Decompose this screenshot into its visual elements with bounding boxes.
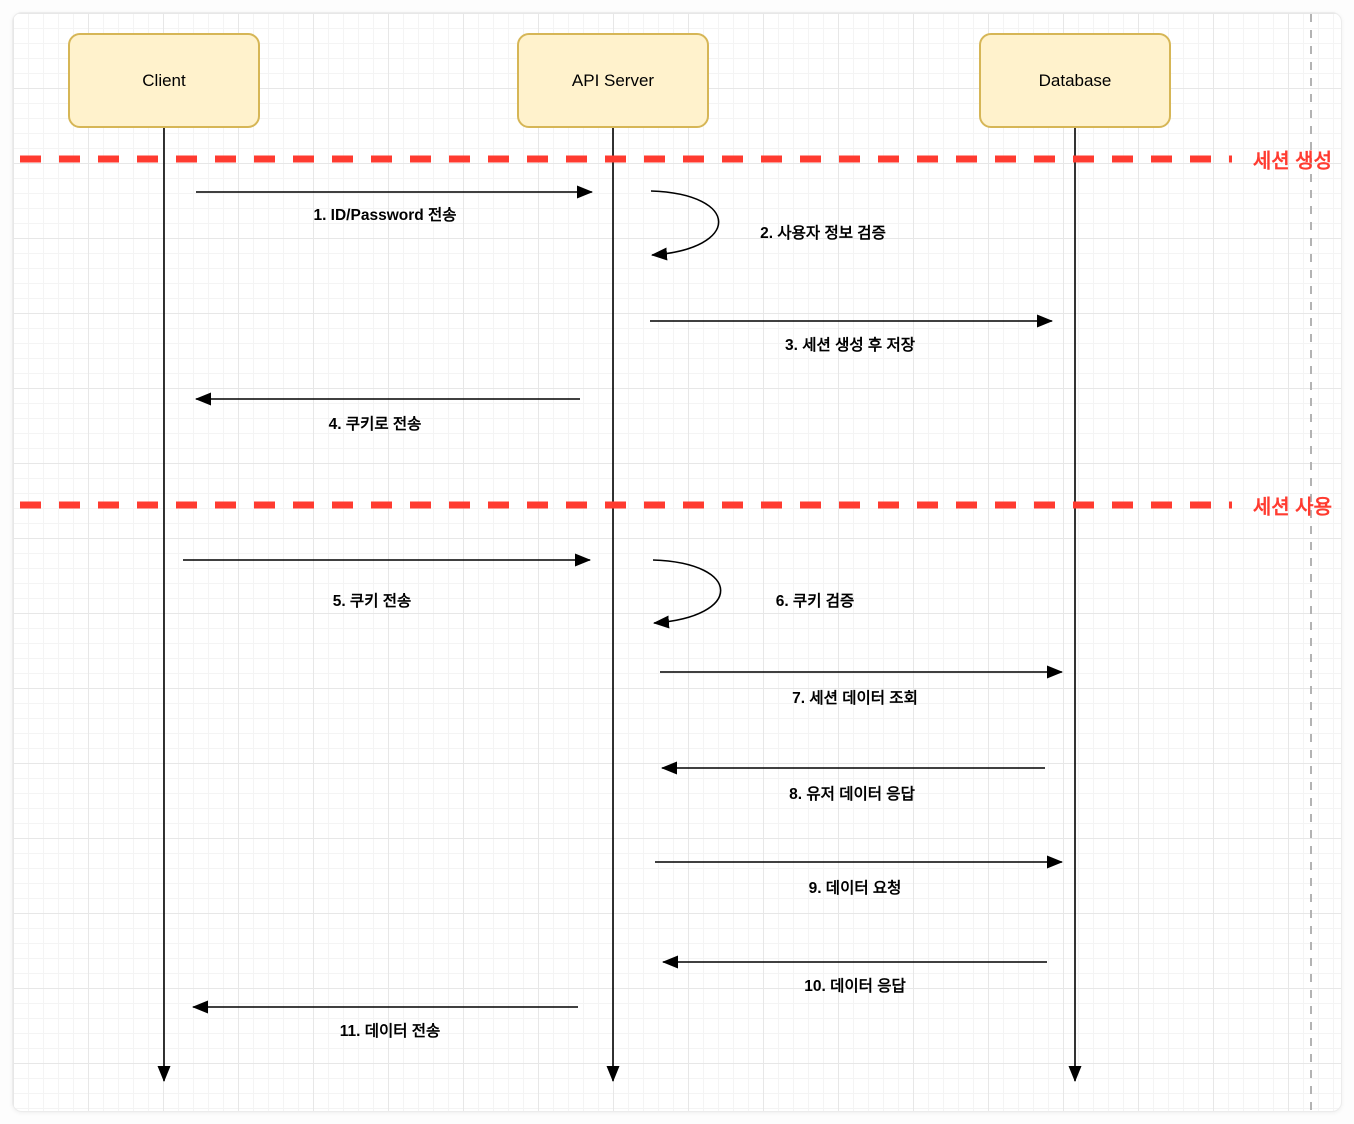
- message-label: 1. ID/Password 전송: [313, 207, 457, 224]
- message-label: 10. 데이터 응답: [804, 978, 906, 995]
- message-label: 2. 사용자 정보 검증: [760, 225, 886, 242]
- message-label: 4. 쿠키로 전송: [328, 416, 422, 433]
- lifelines: [157, 128, 1082, 1082]
- message-label: 8. 유저 데이터 응답: [789, 786, 915, 803]
- actor-label: API Server: [571, 70, 655, 90]
- message-arrows: [183, 185, 1063, 1014]
- actor-label: Client: [142, 70, 186, 90]
- actor-label: Database: [1038, 70, 1112, 90]
- actor-box-database: Database: [979, 33, 1171, 128]
- self-message-loop: [650, 190, 720, 261]
- message-label: 6. 쿠키 검증: [775, 593, 855, 610]
- message-label: 7. 세션 데이터 조회: [792, 690, 918, 707]
- self-message-loop: [652, 559, 722, 629]
- phase-label-session-create: 세션 생성: [1252, 150, 1332, 173]
- actor-box-client: Client: [68, 33, 260, 128]
- message-label: 11. 데이터 전송: [339, 1023, 441, 1040]
- message-label: 5. 쿠키 전송: [332, 593, 412, 610]
- phase-label-session-use: 세션 사용: [1252, 496, 1332, 519]
- actor-box-api-server: API Server: [517, 33, 709, 128]
- message-label: 3. 세션 생성 후 저장: [785, 337, 915, 354]
- message-label: 9. 데이터 요청: [808, 880, 902, 897]
- phase-separator-lines: [20, 155, 1232, 509]
